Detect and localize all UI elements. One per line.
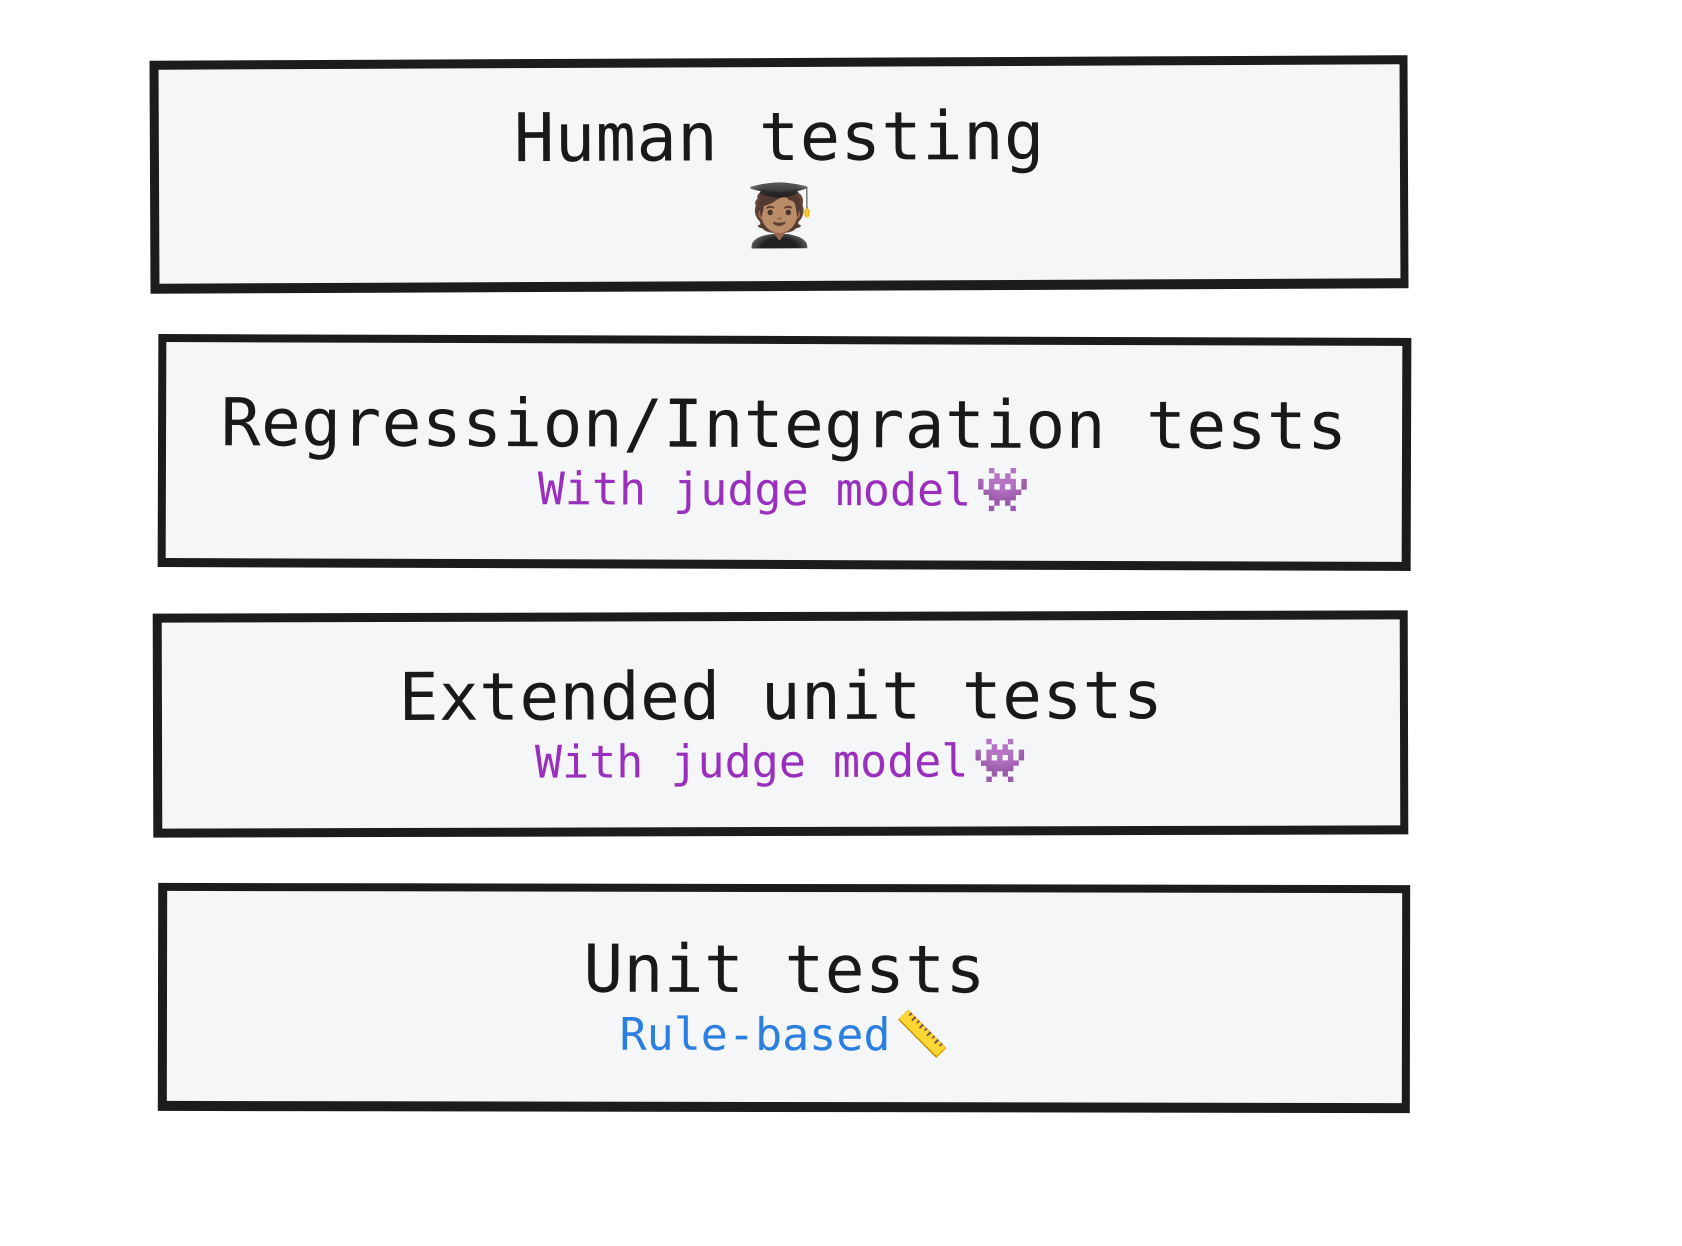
pyramid-layer-regression-integration-tests: Regression/Integration tests With judge …	[157, 334, 1412, 571]
layer-title-regression-integration-tests: Regression/Integration tests	[220, 383, 1348, 465]
layer-title-unit-tests: Unit tests	[583, 930, 986, 1008]
alien-monster-emoji: 👾	[972, 734, 1028, 787]
layer-subtitle-unit-tests: Rule-based 📏	[619, 1007, 950, 1062]
layer-subtitle-text-unit-tests: Rule-based	[619, 1007, 891, 1062]
pyramid-layer-human-testing: Human testing 🧑🏽‍🎓	[149, 55, 1409, 294]
layer-subtitle-extended-unit-tests: With judge model 👾	[534, 734, 1028, 789]
layer-subtitle-text-regression-integration-tests: With judge model	[537, 462, 972, 517]
layer-subtitle-text-extended-unit-tests: With judge model	[534, 734, 969, 789]
pyramid-layer-unit-tests: Unit tests Rule-based 📏	[157, 882, 1411, 1114]
layer-title-human-testing: Human testing	[513, 96, 1045, 177]
straight-ruler-emoji: 📏	[894, 1008, 950, 1060]
layer-title-extended-unit-tests: Extended unit tests	[398, 656, 1164, 736]
layer-subtitle-regression-integration-tests: With judge model 👾	[537, 462, 1031, 517]
layer-subtitle-human-testing: 🧑🏽‍🎓	[742, 181, 818, 252]
alien-monster-emoji: 👾	[975, 464, 1031, 516]
student-graduate-emoji: 🧑🏽‍🎓	[742, 181, 818, 252]
pyramid-layer-extended-unit-tests: Extended unit tests With judge model 👾	[152, 610, 1409, 838]
